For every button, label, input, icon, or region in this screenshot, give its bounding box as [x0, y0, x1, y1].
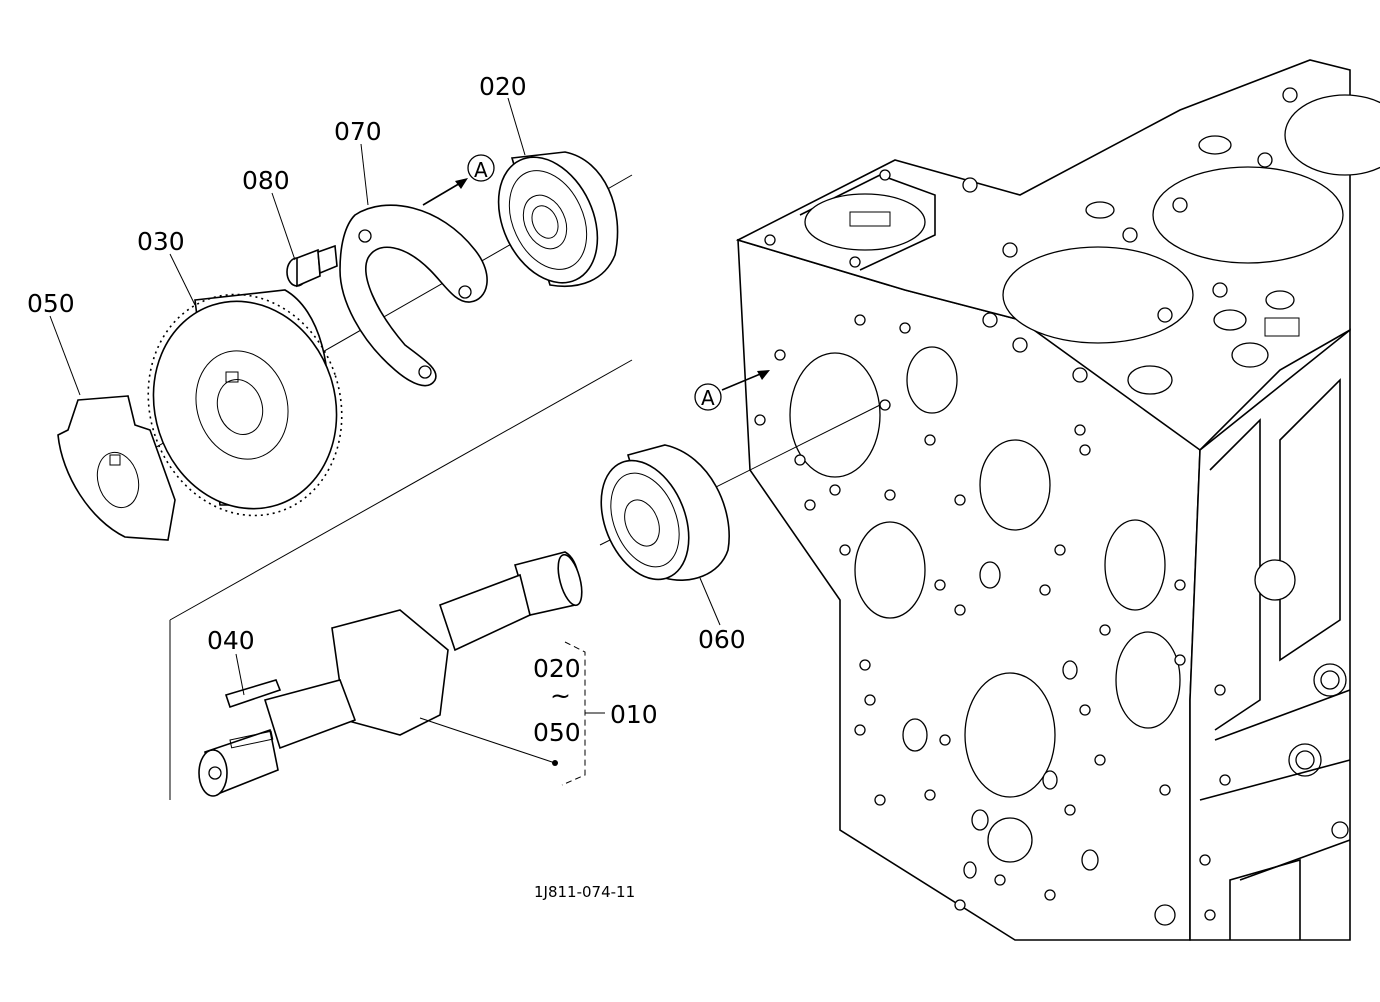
part-label-080: 080: [242, 166, 290, 195]
face-bolt-holes: [754, 314, 1186, 911]
bearing-020: [497, 151, 619, 287]
reference-arrow-top: [422, 154, 495, 206]
drawing-code: 1J811-074-11: [534, 883, 635, 901]
deck-holes: [764, 87, 1300, 395]
gear-030: [147, 289, 343, 517]
shaft-010: [198, 551, 583, 797]
range-label-separator: ~: [550, 681, 571, 710]
bearing-060: [600, 444, 730, 581]
part-label-070: 070: [334, 117, 382, 146]
part-label-010: 010: [610, 700, 658, 729]
part-label-020: 020: [479, 72, 527, 101]
part-label-060: 060: [698, 625, 746, 654]
reference-marker-block: A: [701, 386, 715, 410]
part-label-030: 030: [137, 227, 185, 256]
key-040: [224, 679, 282, 709]
leader-dot: [552, 760, 558, 766]
part-label-050: 050: [27, 289, 75, 318]
range-label-from: 020: [533, 654, 581, 683]
assembly-bracket: [561, 641, 605, 786]
front-face-bores: [789, 346, 1181, 879]
thrust-plate-070: [339, 204, 488, 387]
leader-lines: [49, 97, 721, 766]
engine-block: [735, 59, 1380, 941]
reference-marker-top: A: [474, 158, 488, 182]
screw-080: [286, 244, 338, 288]
reference-arrow-block: [694, 370, 770, 411]
range-label-to: 050: [533, 718, 581, 747]
block-side-details: [1154, 378, 1351, 940]
collar-050: [57, 395, 176, 541]
part-label-040: 040: [207, 626, 255, 655]
